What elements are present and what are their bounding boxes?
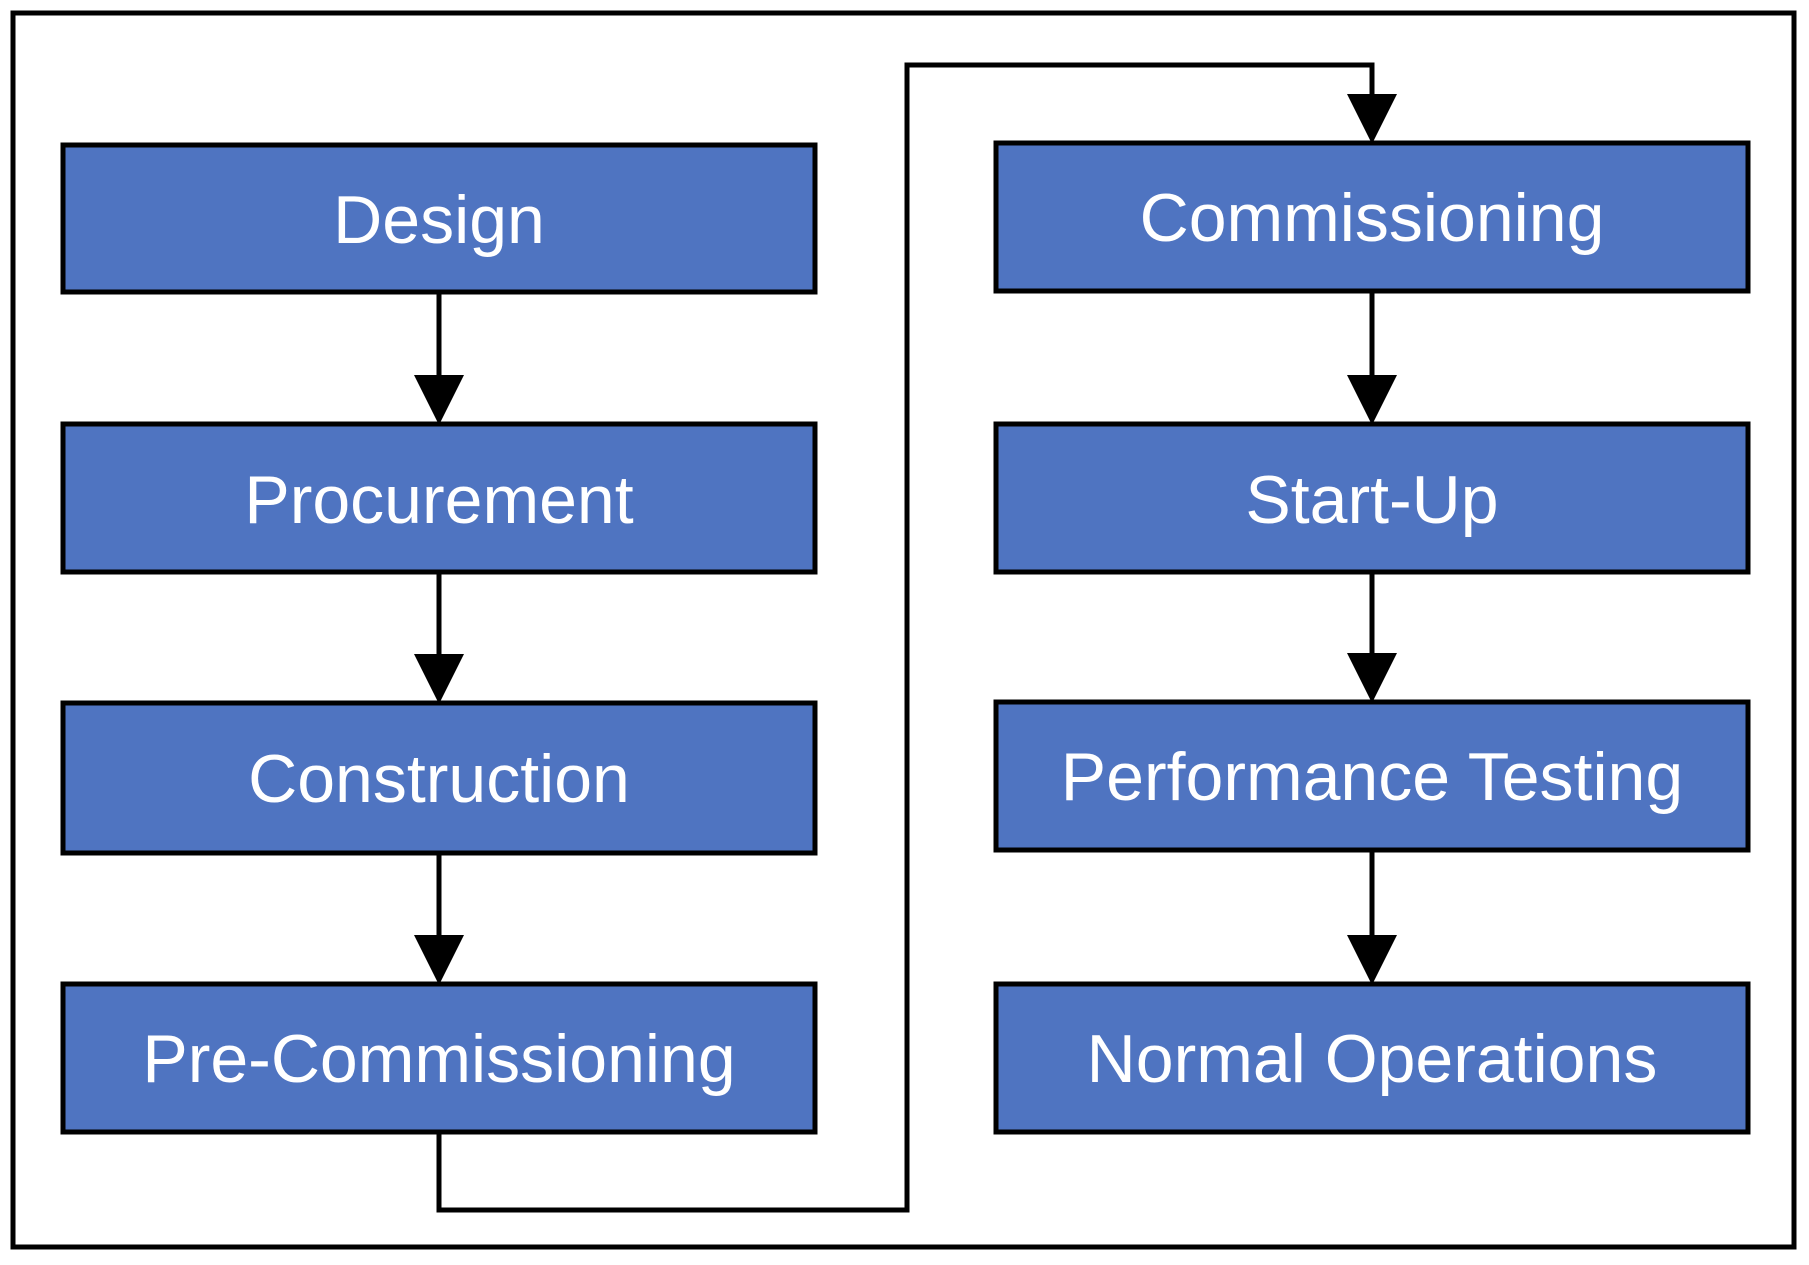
step-construction: Construction (60, 700, 818, 856)
step-label: Commissioning (1140, 180, 1605, 256)
step-label: Pre-Commissioning (142, 1021, 735, 1097)
step-label: Start-Up (1245, 462, 1498, 538)
step-pre-commissioning: Pre-Commissioning (60, 981, 818, 1135)
step-label: Procurement (244, 462, 633, 538)
step-procurement: Procurement (60, 421, 818, 575)
step-performance-testing: Performance Testing (993, 699, 1751, 853)
step-box (60, 421, 818, 575)
step-design: Design (60, 142, 818, 295)
step-box (60, 700, 818, 856)
step-box (993, 981, 1751, 1135)
step-commissioning: Commissioning (993, 140, 1751, 294)
arrow-pre-commissioning-to-commissioning (436, 62, 1397, 1213)
step-label: Normal Operations (1087, 1021, 1658, 1097)
step-label: Construction (248, 741, 630, 817)
outer-frame (10, 10, 1797, 1250)
step-box (993, 699, 1751, 853)
step-normal-operations: Normal Operations (993, 981, 1751, 1135)
connectors (414, 62, 1397, 1213)
step-label: Design (333, 182, 545, 258)
step-label: Performance Testing (1061, 739, 1683, 815)
step-box (993, 140, 1751, 294)
step-box (60, 981, 818, 1135)
step-box (60, 142, 818, 295)
step-box (993, 421, 1751, 575)
step-start-up: Start-Up (993, 421, 1751, 575)
